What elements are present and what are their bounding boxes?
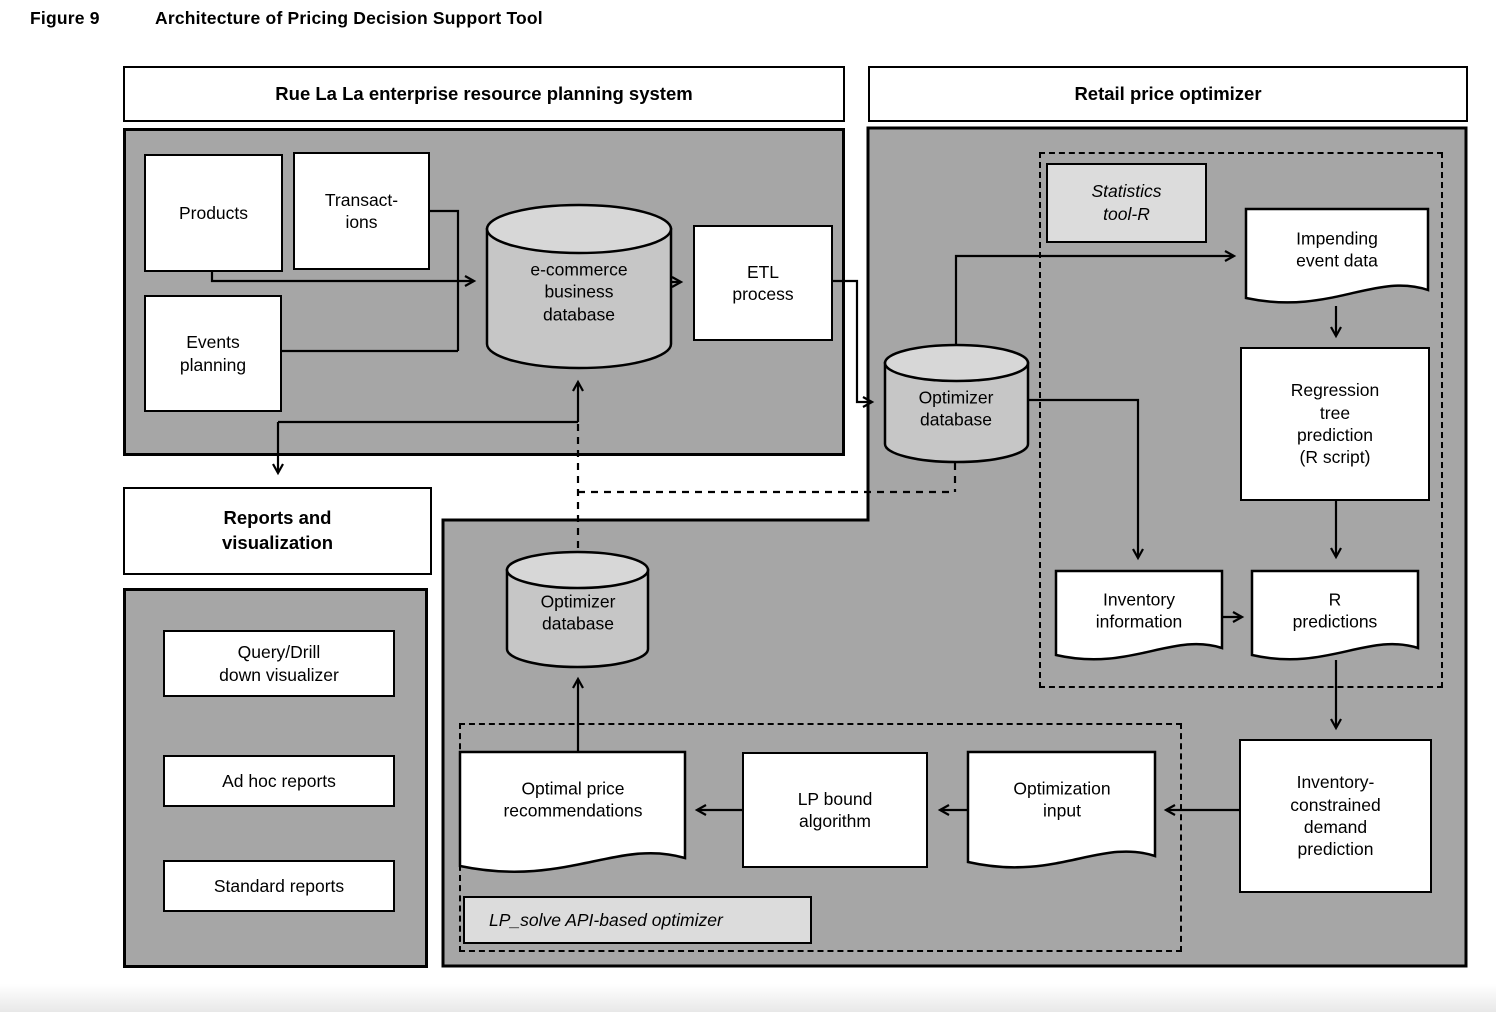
node-products: Products bbox=[144, 154, 283, 272]
optimizer-db-cylinder bbox=[883, 361, 1030, 464]
line-transactions-junction bbox=[430, 209, 460, 351]
node-products-label: Products bbox=[178, 202, 249, 223]
footer-band bbox=[0, 984, 1496, 1012]
statistics-group-frame bbox=[1039, 152, 1443, 688]
lp-solve-label: LP_solve API-based optimizer bbox=[463, 896, 812, 944]
optimizer-header: Retail price optimizer bbox=[868, 66, 1468, 122]
optimization-input-doc bbox=[966, 750, 1157, 869]
impending-event-data-doc bbox=[1244, 207, 1430, 304]
arrow-optimizer-db-to-impending bbox=[954, 250, 1237, 344]
optimal-price-doc bbox=[458, 750, 687, 873]
node-regression-tree: Regression tree prediction (R script) bbox=[1240, 347, 1430, 501]
node-standard-reports: Standard reports bbox=[163, 860, 395, 912]
optimizer-db-return-cylinder-top bbox=[505, 550, 650, 590]
node-query-drill: Query/Drill down visualizer bbox=[163, 630, 395, 697]
node-etl-process: ETL process bbox=[693, 225, 833, 341]
figure-title: Architecture of Pricing Decision Support… bbox=[155, 8, 543, 28]
node-inventory-constrained-label: Inventory- constrained demand prediction bbox=[1290, 772, 1381, 860]
erp-header-label: Rue La La enterprise resource planning s… bbox=[275, 82, 693, 104]
node-lp-bound-label: LP bound algorithm bbox=[797, 788, 873, 831]
figure-label: Figure 9 bbox=[30, 8, 100, 28]
node-events-planning-label: Events planning bbox=[179, 332, 247, 375]
inventory-information-doc bbox=[1054, 569, 1224, 661]
node-ad-hoc-reports: Ad hoc reports bbox=[163, 755, 395, 807]
lp-solve-label-text: LP_solve API-based optimizer bbox=[489, 909, 723, 930]
node-events-planning: Events planning bbox=[144, 295, 282, 412]
node-transactions-label: Transact- ions bbox=[324, 189, 399, 232]
erp-header: Rue La La enterprise resource planning s… bbox=[123, 66, 845, 122]
reports-header-label: Reports and visualization bbox=[221, 507, 334, 553]
optimizer-db-cylinder-top bbox=[883, 343, 1030, 383]
statistics-tool-label: Statistics tool-R bbox=[1046, 163, 1207, 243]
node-standard-reports-label: Standard reports bbox=[213, 875, 345, 896]
arrow-optimizer-db-to-inventory bbox=[1029, 398, 1144, 561]
node-query-drill-label: Query/Drill down visualizer bbox=[219, 642, 339, 685]
ecommerce-db-cylinder bbox=[485, 227, 673, 370]
node-ad-hoc-reports-label: Ad hoc reports bbox=[222, 770, 336, 791]
node-lp-bound: LP bound algorithm bbox=[742, 752, 928, 868]
node-transactions: Transact- ions bbox=[293, 152, 430, 270]
lp-solve-group-frame bbox=[459, 723, 1182, 952]
arrow-etl-to-optimizer-db bbox=[833, 279, 875, 408]
node-etl-process-label: ETL process bbox=[732, 261, 794, 304]
optimizer-db-return-cylinder bbox=[505, 568, 650, 669]
statistics-tool-label-text: Statistics tool-R bbox=[1091, 181, 1162, 224]
arrow-products-to-ecommerce bbox=[210, 272, 477, 287]
reports-header: Reports and visualization bbox=[123, 487, 432, 575]
ecommerce-db-cylinder-top bbox=[485, 203, 673, 255]
r-predictions-doc bbox=[1250, 569, 1420, 661]
optimizer-header-label: Retail price optimizer bbox=[1074, 82, 1262, 104]
retail-optimizer-panel bbox=[441, 126, 1468, 968]
node-inventory-constrained: Inventory- constrained demand prediction bbox=[1239, 739, 1432, 893]
node-regression-tree-label: Regression tree prediction (R script) bbox=[1290, 380, 1380, 468]
